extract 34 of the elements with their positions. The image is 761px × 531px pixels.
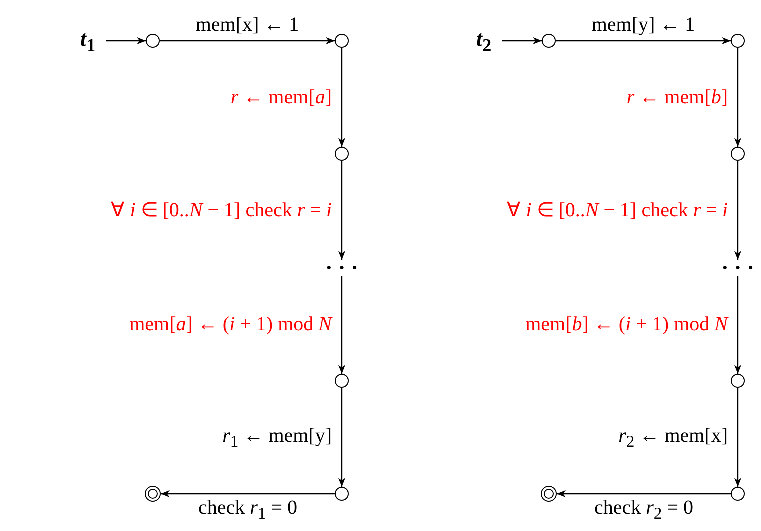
arrow [734, 161, 742, 260]
arrow [502, 37, 542, 45]
final-state-circle [145, 486, 161, 502]
edge-label: mem[b] ← (i + 1) mod N [524, 314, 730, 336]
state-circle [335, 487, 349, 501]
arrow [338, 388, 346, 487]
ellipsis-text: · · · [721, 257, 754, 279]
ellipsis-text: · · · [325, 257, 358, 279]
arrow [338, 276, 346, 374]
arrow [106, 37, 146, 45]
state-circle [731, 34, 745, 48]
arrow [734, 48, 742, 147]
arrow [338, 161, 346, 260]
arrow [734, 276, 742, 374]
arrow [557, 490, 731, 498]
arrow [160, 37, 335, 45]
state-circle [731, 487, 745, 501]
edge-label: ∀ i ∈ [0..N − 1] check r = i [505, 199, 730, 222]
arrow [338, 48, 346, 147]
arrow [161, 490, 335, 498]
state-circle [731, 374, 745, 388]
state-circle [335, 374, 349, 388]
state-circle [542, 34, 556, 48]
edge-label: mem[a] ← (i + 1) mod N [128, 314, 334, 336]
edge-label: ∀ i ∈ [0..N − 1] check r = i [109, 199, 334, 222]
thread-label: t$_{2}$ [476, 28, 492, 54]
state-circle [335, 34, 349, 48]
thread-label: t$_{1}$ [80, 28, 96, 54]
state-circle [146, 34, 160, 48]
state-circle [731, 147, 745, 161]
arrow [556, 37, 731, 45]
final-state-circle [541, 486, 557, 502]
arrow [734, 388, 742, 487]
state-circle [335, 147, 349, 161]
